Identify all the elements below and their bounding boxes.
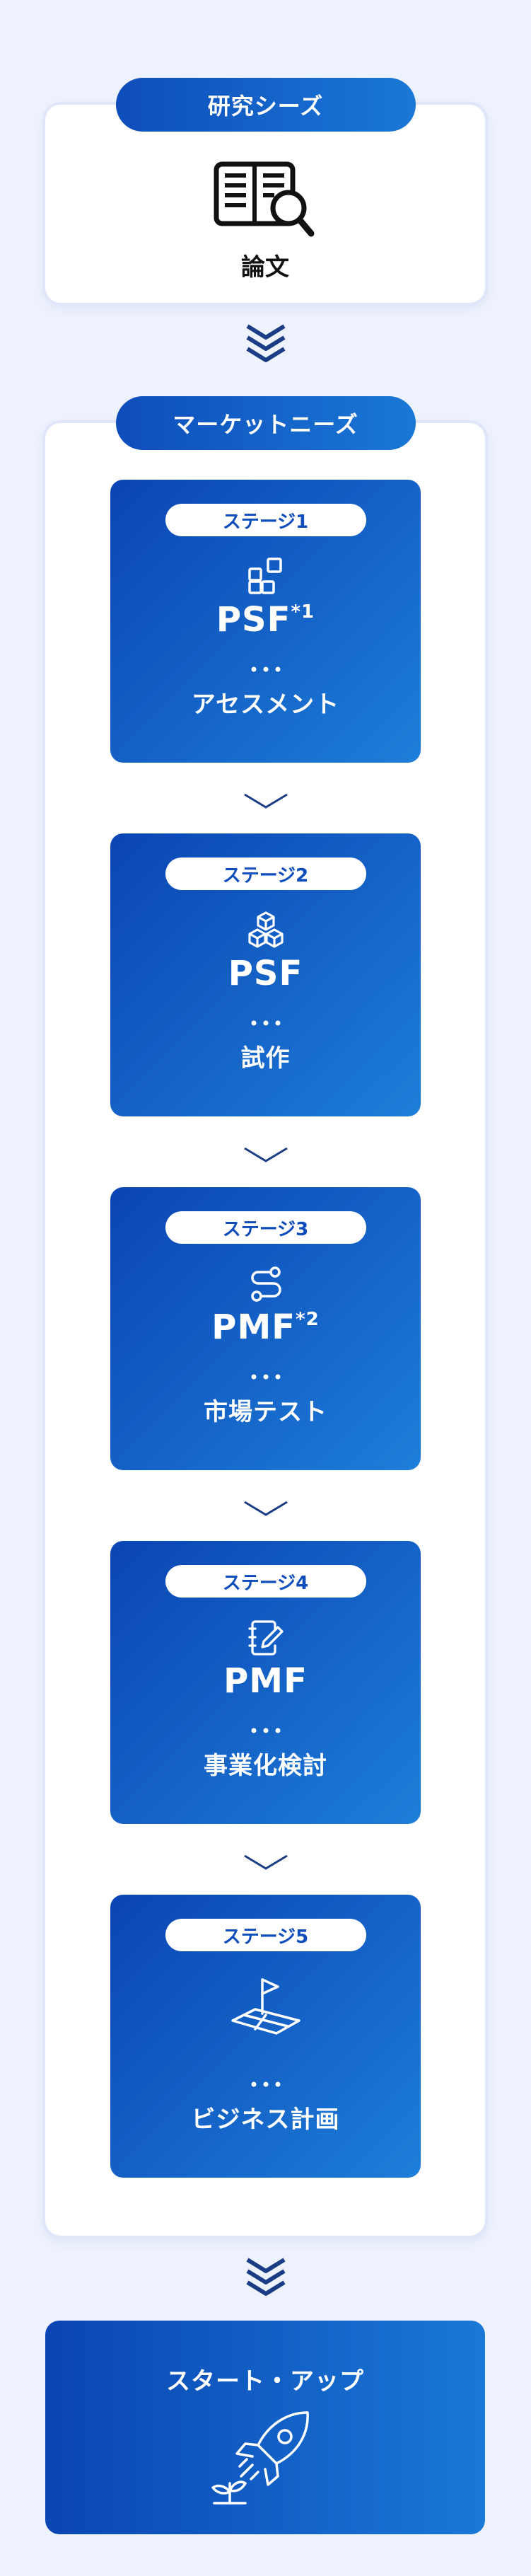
startup-title: スタート・アップ bbox=[166, 2367, 364, 2396]
stage-badge: ステージ5 bbox=[165, 1919, 366, 1951]
research-card: 論文 bbox=[45, 105, 485, 303]
stage-title: PMF*2 bbox=[211, 1307, 320, 1347]
stage-badge: ステージ2 bbox=[165, 857, 366, 890]
stage-subtitle: 事業化検討 bbox=[204, 1752, 327, 1780]
chevron-down-icon bbox=[243, 1501, 288, 1516]
stage-badge: ステージ1 bbox=[165, 504, 366, 536]
cubes-icon bbox=[247, 911, 284, 948]
flag-map-icon bbox=[231, 1978, 300, 2035]
double-chevron-down-icon bbox=[245, 2258, 286, 2296]
notebook-pen-icon bbox=[247, 1620, 284, 1656]
stage-card-5: ステージ5 ビジネス計画 bbox=[110, 1895, 421, 2178]
stage-subtitle: 市場テスト bbox=[204, 1398, 327, 1426]
grid-blocks-icon bbox=[247, 558, 282, 594]
book-search-icon bbox=[214, 161, 315, 237]
research-seeds-pill: 研究シーズ bbox=[115, 78, 416, 132]
research-item-label: 論文 bbox=[241, 253, 289, 282]
footnote-marker: *2 bbox=[296, 1309, 320, 1330]
market-needs-pill: マーケットニーズ bbox=[115, 396, 416, 450]
stage-subtitle: アセスメント bbox=[191, 691, 340, 719]
chevron-down-icon bbox=[243, 1854, 288, 1870]
ellipsis-dots-icon bbox=[251, 1728, 280, 1733]
ellipsis-dots-icon bbox=[251, 1374, 280, 1380]
stage-card-4: ステージ4 PMF 事業化検討 bbox=[110, 1541, 421, 1824]
stage-card-2: ステージ2 PSF 試作 bbox=[110, 833, 421, 1116]
stage-subtitle: ビジネス計画 bbox=[191, 2106, 340, 2134]
ellipsis-dots-icon bbox=[251, 2081, 280, 2087]
route-icon bbox=[250, 1266, 281, 1302]
stage-title: PSF*1 bbox=[216, 600, 315, 640]
ellipsis-dots-icon bbox=[251, 666, 280, 672]
stage-title: PMF bbox=[223, 1661, 308, 1701]
rocket-icon bbox=[211, 2411, 309, 2505]
stage-card-3: ステージ3 PMF*2 市場テスト bbox=[110, 1187, 421, 1470]
stage-card-1: ステージ1 PSF*1 アセスメント bbox=[110, 480, 421, 763]
startup-card: スタート・アップ bbox=[45, 2321, 485, 2534]
stage-subtitle: 試作 bbox=[240, 1044, 291, 1073]
stage-title: PSF bbox=[228, 954, 303, 993]
ellipsis-dots-icon bbox=[251, 1020, 280, 1026]
footnote-marker: *1 bbox=[291, 601, 315, 623]
stage-badge: ステージ4 bbox=[165, 1565, 366, 1598]
chevron-down-icon bbox=[243, 1147, 288, 1162]
stage-badge: ステージ3 bbox=[165, 1211, 366, 1244]
double-chevron-down-icon bbox=[245, 324, 286, 362]
chevron-down-icon bbox=[243, 793, 288, 809]
